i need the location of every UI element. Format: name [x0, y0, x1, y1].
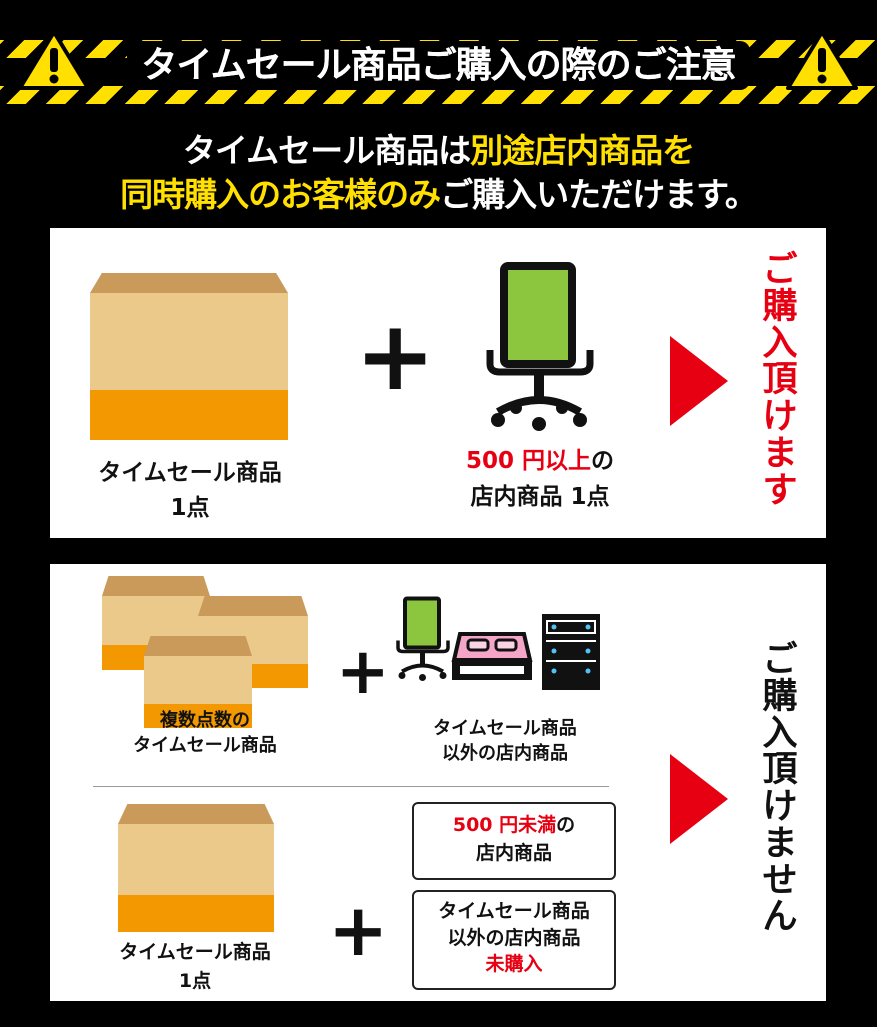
ng-result-char: 頂 [762, 750, 798, 791]
cardboard-box-icon [118, 804, 274, 932]
cabinet-icon [540, 612, 602, 696]
lead-text: タイムセール商品は [182, 131, 471, 170]
ok-result-char: 頂 [762, 360, 798, 401]
ng-result-char: ま [762, 823, 798, 864]
arrow-right-icon [670, 336, 728, 426]
ok-result-char: 購 [762, 286, 798, 327]
ng-result-char: せ [762, 860, 798, 901]
ng-note1-line1: 500 円未満の [414, 812, 614, 840]
ng-others-label: タイムセール商品 以外の店内商品 [390, 716, 620, 766]
ng-case-panel: 複数点数の タイムセール商品 + [50, 564, 826, 1001]
divider [93, 786, 609, 787]
cardboard-box-icon [90, 273, 288, 440]
lead-highlight: 別途店内商品を [470, 131, 695, 170]
ng-note-under-500: 500 円未満の 店内商品 [412, 802, 616, 880]
ok-store-label-line2: 店内商品 1点 [470, 483, 610, 510]
plus-icon: + [328, 888, 389, 972]
ok-store-suffix: の [591, 448, 615, 474]
ok-result-char: す [762, 470, 798, 511]
ng-result-char: け [762, 787, 798, 827]
ng-note2-line3: 未購入 [485, 953, 543, 976]
ok-item-label: タイムセール商品 1点 [60, 456, 320, 525]
ng-result-char: ん [762, 897, 798, 938]
ng-note1-line2: 店内商品 [475, 841, 552, 864]
ng-multi-label-line1: 複数点数の [160, 710, 250, 731]
ng-result-text: ご購入頂けません [752, 642, 808, 936]
ok-store-label: 500 円以上の 店内商品 1点 [410, 444, 670, 515]
ng-note1-price: 500 円未満 [452, 814, 557, 836]
ok-item-label-line1: タイムセール商品 [98, 460, 282, 486]
ng-note-not-purchased: タイムセール商品 以外の店内商品 未購入 [412, 890, 616, 990]
ng-result-char: 購 [762, 676, 798, 717]
ng-multi-label: 複数点数の タイムセール商品 [90, 708, 320, 758]
lead-highlight: 同時購入のお客様のみ [120, 175, 441, 214]
bed-icon [450, 630, 534, 694]
lead-text: ご購入いただけます。 [440, 175, 758, 214]
ng-others-label-line1: タイムセール商品 [433, 718, 577, 739]
ng-multi-label-line2: タイムセール商品 [133, 735, 277, 757]
ok-result-char: ま [762, 433, 798, 474]
page-title-text: タイムセール商品ご購入の際のご注意 [127, 41, 750, 90]
hazard-stripe [0, 86, 877, 104]
ok-case-panel: タイムセール商品 1点 + 500 円以上の 店内商品 1点 ご購入頂けます [50, 228, 826, 538]
ok-store-price: 500 円以上 [465, 448, 592, 474]
plus-icon: + [336, 635, 390, 709]
cardboard-box-icon [144, 636, 252, 728]
ng-note2-line1: タイムセール商品 [438, 900, 590, 922]
ng-single-label: タイムセール商品 1点 [80, 938, 310, 995]
ok-store-label-line1: 500 円以上の [410, 444, 670, 480]
page-title: タイムセール商品ご購入の際のご注意 [0, 36, 877, 90]
lead-line-2: 同時購入のお客様のみご購入いただけます。 [0, 168, 877, 216]
ok-item-label-line2: 1点 [170, 494, 210, 521]
ng-result-char: 入 [762, 713, 798, 754]
ng-note2-line2: 以外の店内商品 [447, 926, 581, 949]
ng-result-char: ご [762, 640, 798, 680]
ok-result-text: ご購入頂けます [752, 252, 808, 509]
ng-single-label-line2: 1点 [178, 969, 212, 992]
ng-single-label-line1: タイムセール商品 [119, 941, 271, 963]
ok-result-char: 入 [762, 323, 798, 364]
ng-others-label-line2: 以外の店内商品 [442, 743, 568, 765]
lead-line-1: タイムセール商品は別途店内商品を [0, 124, 877, 172]
office-chair-icon [486, 262, 594, 448]
ok-result-char: け [762, 397, 798, 437]
office-chair-icon [396, 596, 450, 692]
ok-result-char: ご [762, 250, 798, 290]
plus-icon: + [355, 300, 436, 412]
arrow-right-icon [670, 754, 728, 844]
ng-note1-suffix: の [556, 814, 576, 836]
